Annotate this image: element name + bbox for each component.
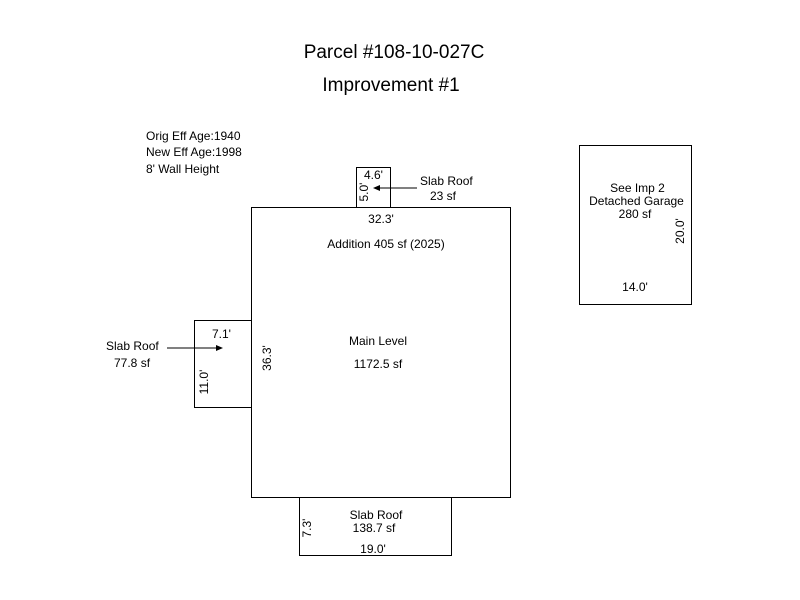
garage-type-label: Detached Garage [589, 194, 684, 208]
left-slab-roof-outline [194, 320, 252, 408]
garage-outline [579, 145, 692, 305]
top-slab-roof-label: Slab Roof [420, 174, 473, 188]
top-slab-width-dimension: 4.6' [364, 168, 383, 182]
wall-height-note: 8' Wall Height [146, 162, 220, 176]
left-slab-leader-arrow [167, 345, 223, 351]
orig-eff-age-note: Orig Eff Age:1940 [146, 129, 241, 143]
top-slab-leader-arrow [373, 185, 417, 191]
main-level-label: Main Level [348, 334, 408, 348]
bottom-slab-width-dimension: 19.0' [360, 542, 386, 556]
main-width-dimension: 32.3' [368, 212, 394, 226]
left-slab-roof-area: 77.8 sf [114, 356, 151, 370]
garage-reference-label: See Imp 2 [610, 181, 665, 195]
bottom-slab-roof-label: Slab Roof [349, 508, 403, 522]
new-eff-age-note: New Eff Age:1998 [146, 145, 242, 159]
garage-area: 280 sf [618, 207, 652, 221]
addition-label: Addition 405 sf (2025) [327, 237, 445, 251]
page-subtitle: Improvement #1 [322, 75, 460, 96]
top-slab-roof-area: 23 sf [430, 189, 457, 203]
page-title: Parcel #108-10-027C [303, 42, 485, 63]
main-level-area: 1172.5 sf [353, 357, 403, 371]
left-slab-roof-label: Slab Roof [106, 339, 159, 353]
left-slab-width-dimension: 7.1' [212, 327, 231, 341]
garage-width-dimension: 14.0' [622, 280, 648, 294]
bottom-slab-roof-outline [299, 497, 452, 556]
bottom-slab-roof-area: 138.7 sf [352, 521, 396, 535]
